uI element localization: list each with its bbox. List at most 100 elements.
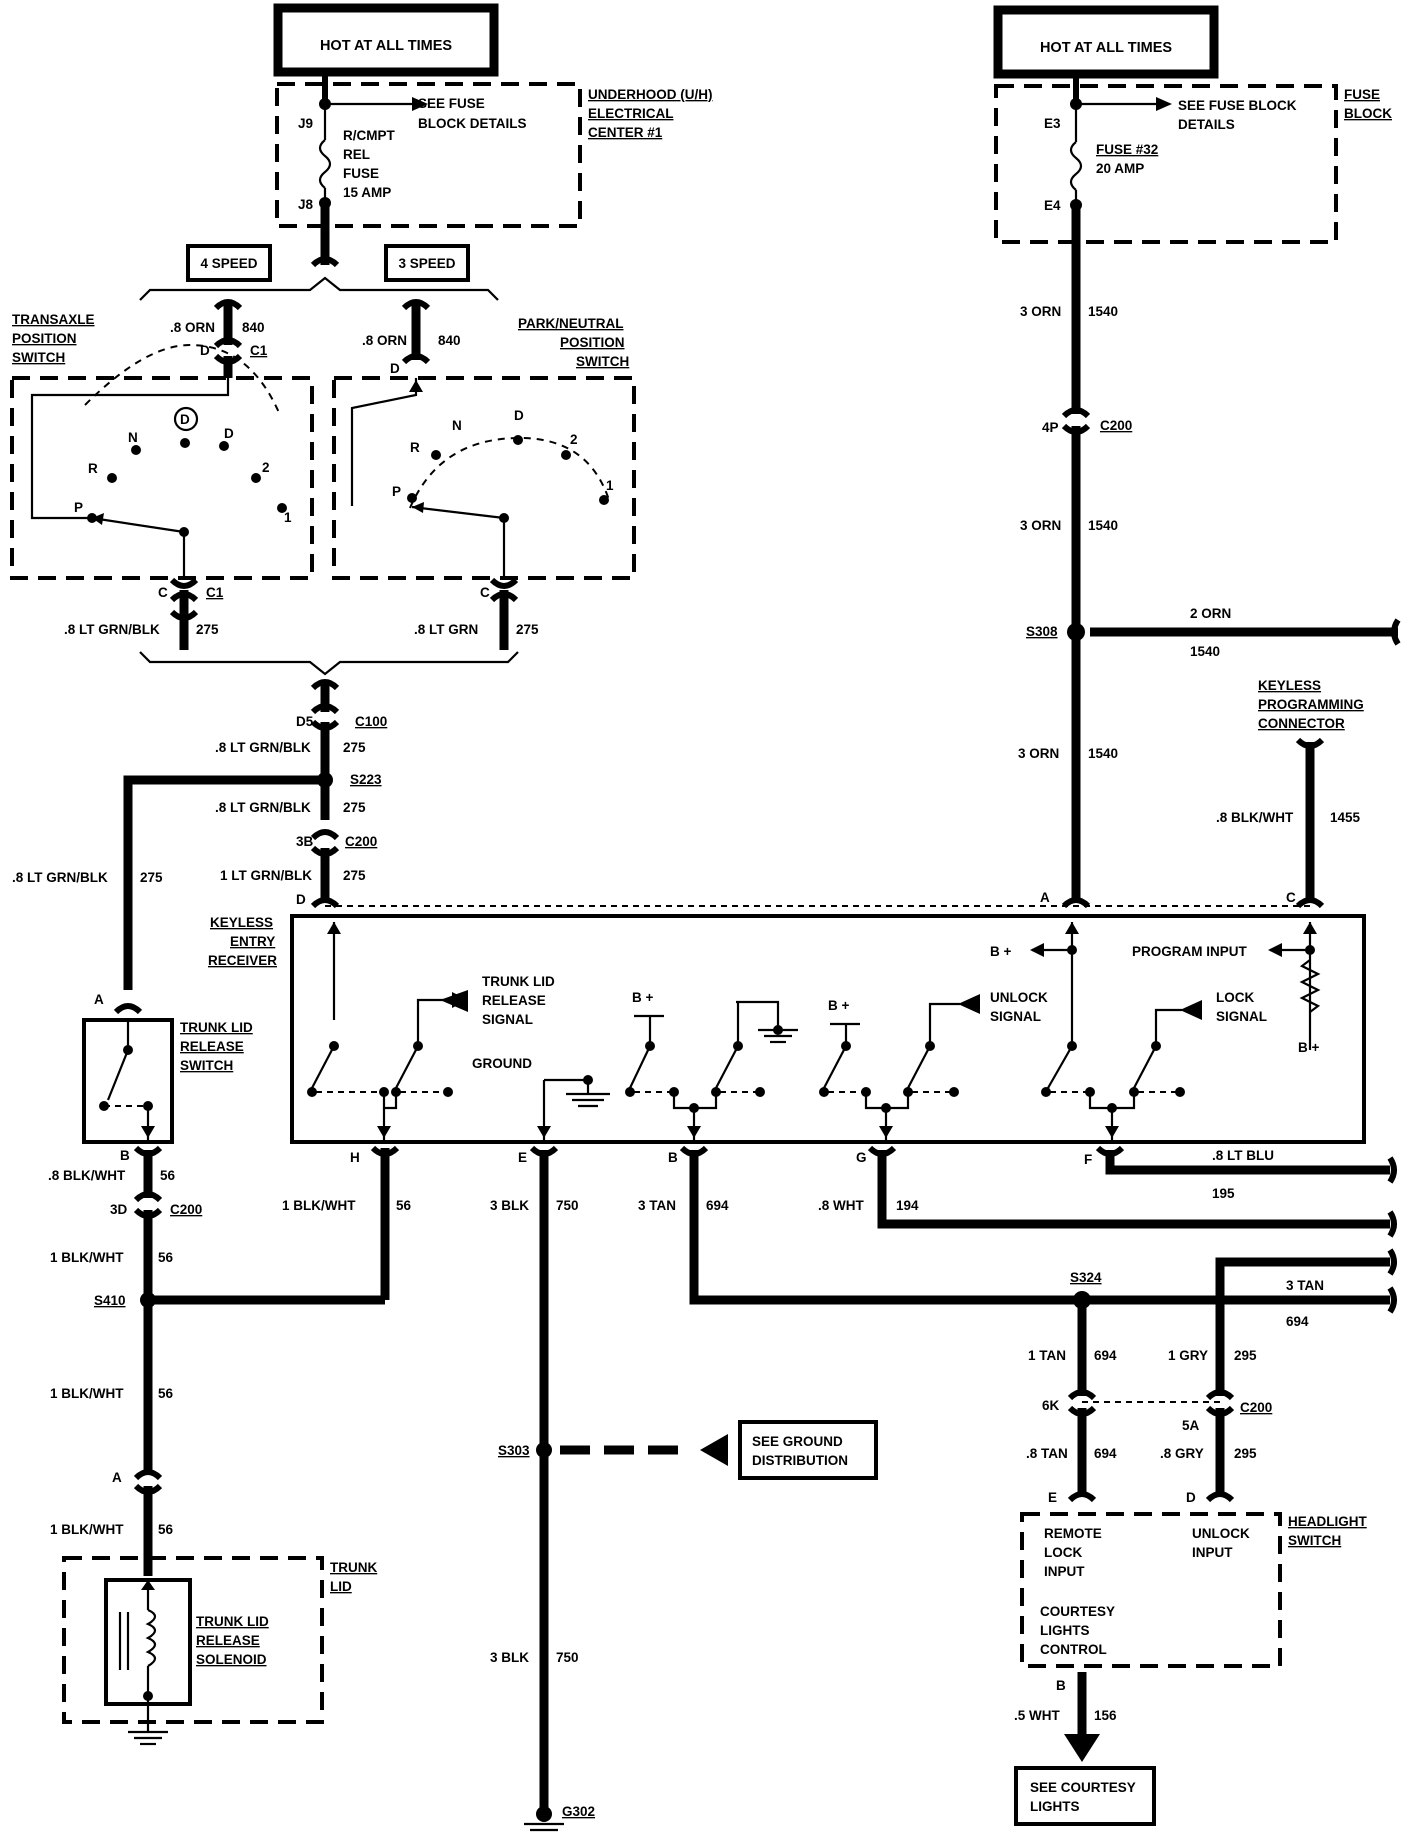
svg-text:B +: B + <box>828 998 850 1013</box>
svg-text:DISTRIBUTION: DISTRIBUTION <box>752 1453 848 1468</box>
svg-text:DETAILS: DETAILS <box>1178 117 1235 132</box>
svg-text:FUSE #32: FUSE #32 <box>1096 142 1158 157</box>
hot-label-left: HOT AT ALL TIMES <box>273 3 499 77</box>
svg-text:PARK/NEUTRAL: PARK/NEUTRAL <box>518 316 624 331</box>
svg-text:C: C <box>480 585 490 600</box>
svg-text:275: 275 <box>516 622 539 637</box>
svg-text:D: D <box>296 892 306 907</box>
svg-text:REL: REL <box>343 147 370 162</box>
svg-text:POSITION: POSITION <box>12 331 77 346</box>
svg-text:.8 WHT: .8 WHT <box>818 1198 865 1213</box>
svg-text:D: D <box>180 412 190 427</box>
svg-text:C100: C100 <box>355 714 387 729</box>
wire-56: B .8 BLK/WHT 56 3D C200 1 BLK/WHT 56 S41… <box>48 1145 412 1576</box>
svg-text:B: B <box>120 1148 130 1163</box>
svg-text:BLOCK: BLOCK <box>1344 106 1392 121</box>
svg-text:POSITION: POSITION <box>560 335 625 350</box>
svg-text:FUSE: FUSE <box>1344 87 1380 102</box>
svg-text:SEE COURTESY: SEE COURTESY <box>1030 1780 1136 1795</box>
svg-text:.8 LT GRN/BLK: .8 LT GRN/BLK <box>215 740 311 755</box>
svg-text:3D: 3D <box>110 1202 128 1217</box>
svg-text:S303: S303 <box>498 1443 530 1458</box>
svg-text:FUSE: FUSE <box>343 166 379 181</box>
svg-text:750: 750 <box>556 1198 579 1213</box>
park-neutral-position-switch: PARK/NEUTRAL POSITION SWITCH P R N D 2 1 <box>332 316 636 580</box>
svg-text:SWITCH: SWITCH <box>576 354 629 369</box>
svg-text:.8 GRY: .8 GRY <box>1160 1446 1204 1461</box>
svg-text:1 TAN: 1 TAN <box>1028 1348 1066 1363</box>
svg-text:D: D <box>224 426 234 441</box>
svg-text:HOT AT ALL TIMES: HOT AT ALL TIMES <box>1040 40 1172 56</box>
svg-text:RELEASE: RELEASE <box>482 993 546 1008</box>
svg-text:6K: 6K <box>1042 1398 1060 1413</box>
svg-text:.8 TAN: .8 TAN <box>1026 1446 1068 1461</box>
svg-text:RECEIVER: RECEIVER <box>208 953 277 968</box>
svg-text:LIGHTS: LIGHTS <box>1030 1799 1080 1814</box>
svg-text:SWITCH: SWITCH <box>1288 1533 1341 1548</box>
svg-text:SOLENOID: SOLENOID <box>196 1652 267 1667</box>
svg-text:2: 2 <box>570 432 578 447</box>
svg-text:56: 56 <box>158 1386 174 1401</box>
wire-840-4speed: .8 ORN 840 D C1 <box>170 299 268 378</box>
svg-text:E4: E4 <box>1044 198 1061 213</box>
svg-text:C: C <box>1286 890 1296 905</box>
svg-text:SEE GROUND: SEE GROUND <box>752 1434 843 1449</box>
svg-text:C200: C200 <box>1240 1400 1272 1415</box>
svg-text:3 TAN: 3 TAN <box>638 1198 676 1213</box>
svg-text:INPUT: INPUT <box>1192 1545 1233 1560</box>
svg-text:3B: 3B <box>296 834 314 849</box>
svg-text:UNLOCK: UNLOCK <box>1192 1526 1250 1541</box>
svg-text:CENTER #1: CENTER #1 <box>588 125 663 140</box>
svg-text:TRUNK LID: TRUNK LID <box>180 1020 253 1035</box>
svg-text:1540: 1540 <box>1088 304 1118 319</box>
svg-text:SEE FUSE: SEE FUSE <box>418 96 485 111</box>
svg-text:P: P <box>392 484 401 499</box>
svg-text:HEADLIGHT: HEADLIGHT <box>1288 1514 1367 1529</box>
svg-text:1 BLK/WHT: 1 BLK/WHT <box>50 1250 124 1265</box>
wire-295: 1 GRY 295 5A C200 .8 GRY 295 D <box>1082 1262 1272 1505</box>
svg-text:LOCK: LOCK <box>1044 1545 1082 1560</box>
svg-text:J8: J8 <box>298 197 314 212</box>
svg-text:CONTROL: CONTROL <box>1040 1642 1107 1657</box>
svg-text:694: 694 <box>1094 1348 1117 1363</box>
trunk-lid-release-solenoid: TRUNK LID TRUNK LID RELEASE SOLENOID <box>62 1556 377 1746</box>
svg-text:SIGNAL: SIGNAL <box>1216 1009 1267 1024</box>
svg-text:.8 BLK/WHT: .8 BLK/WHT <box>1216 810 1294 825</box>
svg-text:P: P <box>74 500 83 515</box>
svg-text:ENTRY: ENTRY <box>230 934 275 949</box>
svg-text:REMOTE: REMOTE <box>1044 1526 1102 1541</box>
wire-750: E 3 BLK 750 S303 SEE GROUND DISTRIBUTION… <box>490 1145 878 1832</box>
svg-text:TRUNK LID: TRUNK LID <box>482 974 555 989</box>
svg-text:KEYLESS: KEYLESS <box>210 915 273 930</box>
svg-text:1455: 1455 <box>1330 810 1361 825</box>
svg-text:5A: 5A <box>1182 1418 1200 1433</box>
svg-text:156: 156 <box>1094 1708 1117 1723</box>
svg-text:B: B <box>1056 1678 1066 1693</box>
svg-text:1540: 1540 <box>1088 518 1118 533</box>
svg-text:D: D <box>200 343 210 358</box>
svg-text:LIGHTS: LIGHTS <box>1040 1623 1090 1638</box>
svg-text:SWITCH: SWITCH <box>180 1058 233 1073</box>
svg-text:R: R <box>88 461 98 476</box>
svg-text:BLOCK DETAILS: BLOCK DETAILS <box>418 116 527 131</box>
keyless-programming-connector: KEYLESS PROGRAMMING CONNECTOR .8 BLK/WHT… <box>1216 678 1364 909</box>
wire-195: F .8 LT BLU 195 <box>1084 1145 1397 1201</box>
svg-text:SIGNAL: SIGNAL <box>482 1012 533 1027</box>
svg-text:A: A <box>94 992 104 1007</box>
svg-text:.5 WHT: .5 WHT <box>1014 1708 1061 1723</box>
svg-text:1540: 1540 <box>1190 644 1220 659</box>
svg-text:.8 LT GRN/BLK: .8 LT GRN/BLK <box>12 870 108 885</box>
svg-text:295: 295 <box>1234 1446 1257 1461</box>
svg-text:INPUT: INPUT <box>1044 1564 1085 1579</box>
wire-840-3speed: .8 ORN 840 D <box>362 299 461 376</box>
svg-text:3 BLK: 3 BLK <box>490 1198 529 1213</box>
svg-text:C200: C200 <box>170 1202 202 1217</box>
svg-text:S324: S324 <box>1070 1270 1102 1285</box>
underhood-electrical-center: SEE FUSE BLOCK DETAILS UNDERHOOD (U/H) E… <box>275 72 713 268</box>
svg-text:.8 LT GRN: .8 LT GRN <box>414 622 478 637</box>
svg-text:SIGNAL: SIGNAL <box>990 1009 1041 1024</box>
svg-text:1 BLK/WHT: 1 BLK/WHT <box>282 1198 356 1213</box>
svg-text:E: E <box>518 1150 527 1165</box>
svg-text:N: N <box>452 418 462 433</box>
svg-text:B: B <box>668 1150 678 1165</box>
